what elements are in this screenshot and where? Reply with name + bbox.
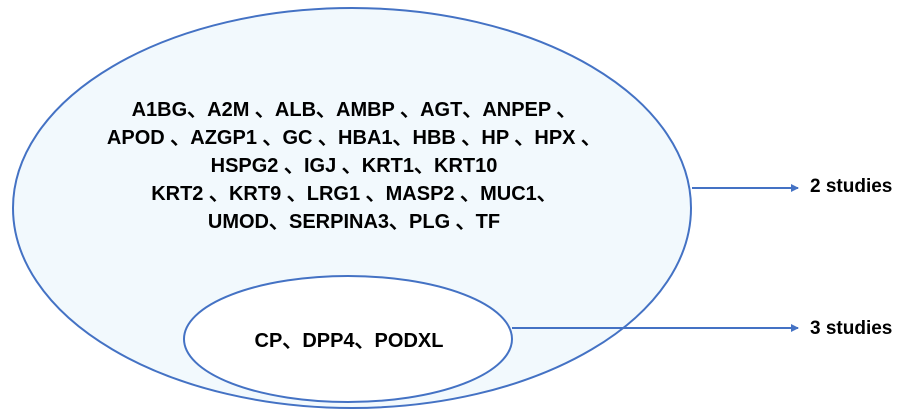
outer-ellipse-2-studies (12, 7, 692, 409)
gene-line: HSPG2 、IGJ 、KRT1、KRT10 (210, 155, 498, 177)
inner-ellipse-3-studies (183, 275, 513, 403)
gene-line: A1BG、A2M 、ALB、AMBP 、AGT、ANPEP 、 (131, 99, 577, 121)
label-3-studies: 3 studies (810, 318, 893, 339)
gene-line: KRT2 、KRT9 、LRG1 、MASP2 、MUC1、 (151, 183, 557, 205)
gene-line: APOD 、AZGP1 、GC 、HBA1、HBB 、HP 、HPX 、 (106, 127, 602, 149)
outer-gene-list: A1BG、A2M 、ALB、AMBP 、AGT、ANPEP 、 APOD 、AZ… (40, 96, 668, 236)
label-2-studies: 2 studies (810, 176, 893, 197)
gene-line: UMOD、SERPINA3、PLG 、TF (207, 211, 501, 233)
inner-gene-list: CP、DPP4、PODXL (254, 330, 444, 352)
